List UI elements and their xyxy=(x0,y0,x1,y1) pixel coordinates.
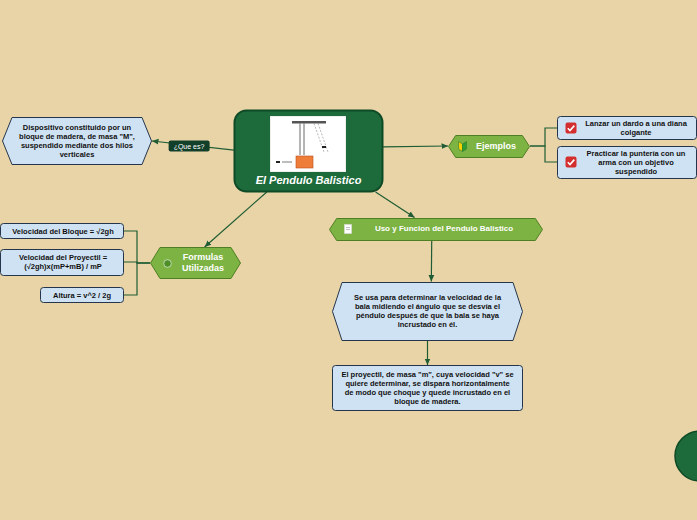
node-text: Ejemplos xyxy=(470,141,522,152)
connector xyxy=(152,141,234,150)
node-text: Velocidad del Bloque = √2gh xyxy=(6,227,120,236)
formula-box: Velocidad del Bloque = √2gh xyxy=(0,223,124,239)
beginner-icon xyxy=(458,141,467,152)
explanation-box: El proyectil, de masa "m", cuya velocida… xyxy=(332,365,523,411)
box-shape xyxy=(41,288,124,303)
connector xyxy=(205,192,267,247)
definition-box: Dispositivo constituido por un bloque de… xyxy=(2,117,152,165)
connector xyxy=(427,341,428,366)
box-shape xyxy=(558,117,697,140)
document-icon xyxy=(344,224,352,234)
hexagon-shape xyxy=(3,118,152,165)
edge-label: ¿Que es? xyxy=(169,140,210,151)
node-text: Se usa para determinar la velocidad de l… xyxy=(346,293,509,329)
checkbox-icon xyxy=(565,156,577,168)
node-text: Lanzar un dardo a una diana colgante xyxy=(580,119,692,137)
node-text: Practicar la puntería con un arma con un… xyxy=(580,149,692,176)
example-box: Lanzar un dardo a una diana colgante xyxy=(557,116,697,140)
connector xyxy=(530,146,557,162)
connector xyxy=(124,263,150,295)
node-text: Uso y Funcion del Pendulo Balistico xyxy=(357,224,531,234)
node-text: Altura = v^2 / 2g xyxy=(44,291,120,300)
node-text: Velocidad del Proyectil = (√2gh)x(mP+mB)… xyxy=(6,253,120,271)
badge-circle xyxy=(675,431,697,481)
topic-hexagon: Formulas Utilizadas xyxy=(150,247,241,279)
topic-band: Uso y Funcion del Pendulo Balistico xyxy=(329,218,543,241)
node-text: Formulas Utilizadas xyxy=(174,252,232,274)
connector xyxy=(383,145,448,147)
hexagon-shape xyxy=(330,218,543,240)
box-shape xyxy=(235,111,383,192)
connector xyxy=(376,192,415,218)
node-text: El proyectil, de masa "m", cuya velocida… xyxy=(340,370,515,406)
explanation-hexagon: Se usa para determinar la velocidad de l… xyxy=(332,282,523,341)
connector xyxy=(530,128,557,146)
formula-box: Altura = v^2 / 2g xyxy=(40,287,124,303)
node-text: Dispositivo constituido por un bloque de… xyxy=(16,123,138,159)
box-shape xyxy=(1,224,124,239)
box-shape xyxy=(333,366,523,411)
pendulum-illustration xyxy=(270,116,346,172)
connector xyxy=(431,241,433,282)
topic-hexagon: Ejemplos xyxy=(448,135,530,158)
connector xyxy=(124,231,150,263)
formula-icon xyxy=(163,259,172,268)
central-topic: El Pendulo Balistico xyxy=(234,110,383,192)
checkbox-icon xyxy=(565,122,577,134)
box-shape xyxy=(558,146,697,178)
hexagon-shape xyxy=(151,248,241,279)
hexagon-shape xyxy=(333,282,523,340)
node-text: El Pendulo Balistico xyxy=(240,174,377,187)
formula-box: Velocidad del Proyectil = (√2gh)x(mP+mB)… xyxy=(0,249,124,276)
box-shape xyxy=(1,249,124,275)
example-box: Practicar la puntería con un arma con un… xyxy=(557,146,697,179)
hexagon-shape xyxy=(449,135,530,157)
